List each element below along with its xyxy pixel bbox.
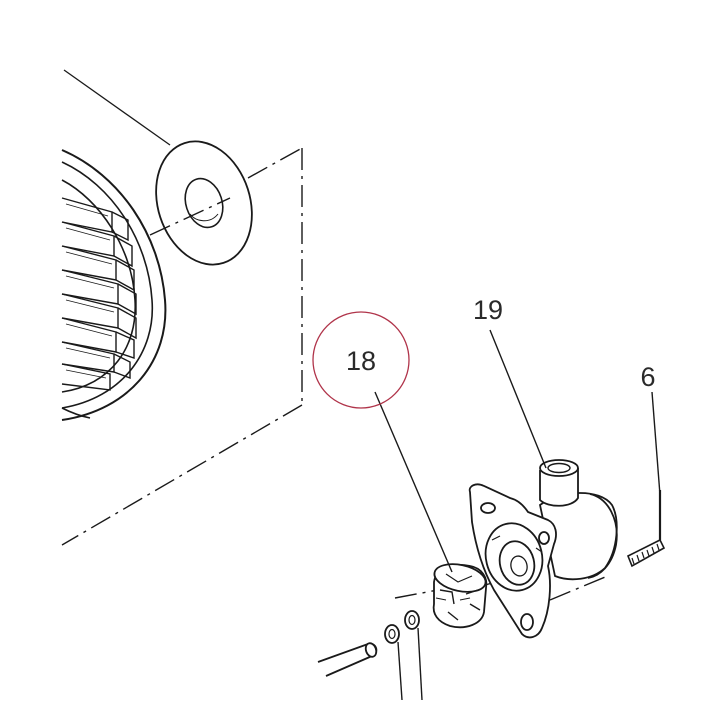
- pump-body-part-19: [468, 459, 618, 639]
- o-rings: [384, 610, 420, 644]
- callout-label-6[interactable]: 6: [640, 362, 655, 392]
- washer-leader-line: [63, 69, 171, 146]
- leader-line-19: [489, 329, 547, 469]
- drive-shaft: [317, 642, 378, 677]
- gear-housing: [61, 149, 167, 421]
- gear-teeth: [61, 197, 137, 391]
- callout-leader-lines: [374, 329, 661, 573]
- impeller-part-18: [432, 563, 488, 629]
- threaded-stud-part-6: [626, 490, 666, 568]
- callout-label-19[interactable]: 19: [473, 295, 503, 325]
- thrust-washer: [155, 140, 253, 266]
- callout-highlight-ring: [312, 311, 410, 409]
- leader-line-18: [374, 391, 453, 573]
- callout-label-18[interactable]: 18: [346, 346, 376, 376]
- leader-line-6: [651, 391, 661, 496]
- o-ring-leader-lines: [397, 627, 423, 701]
